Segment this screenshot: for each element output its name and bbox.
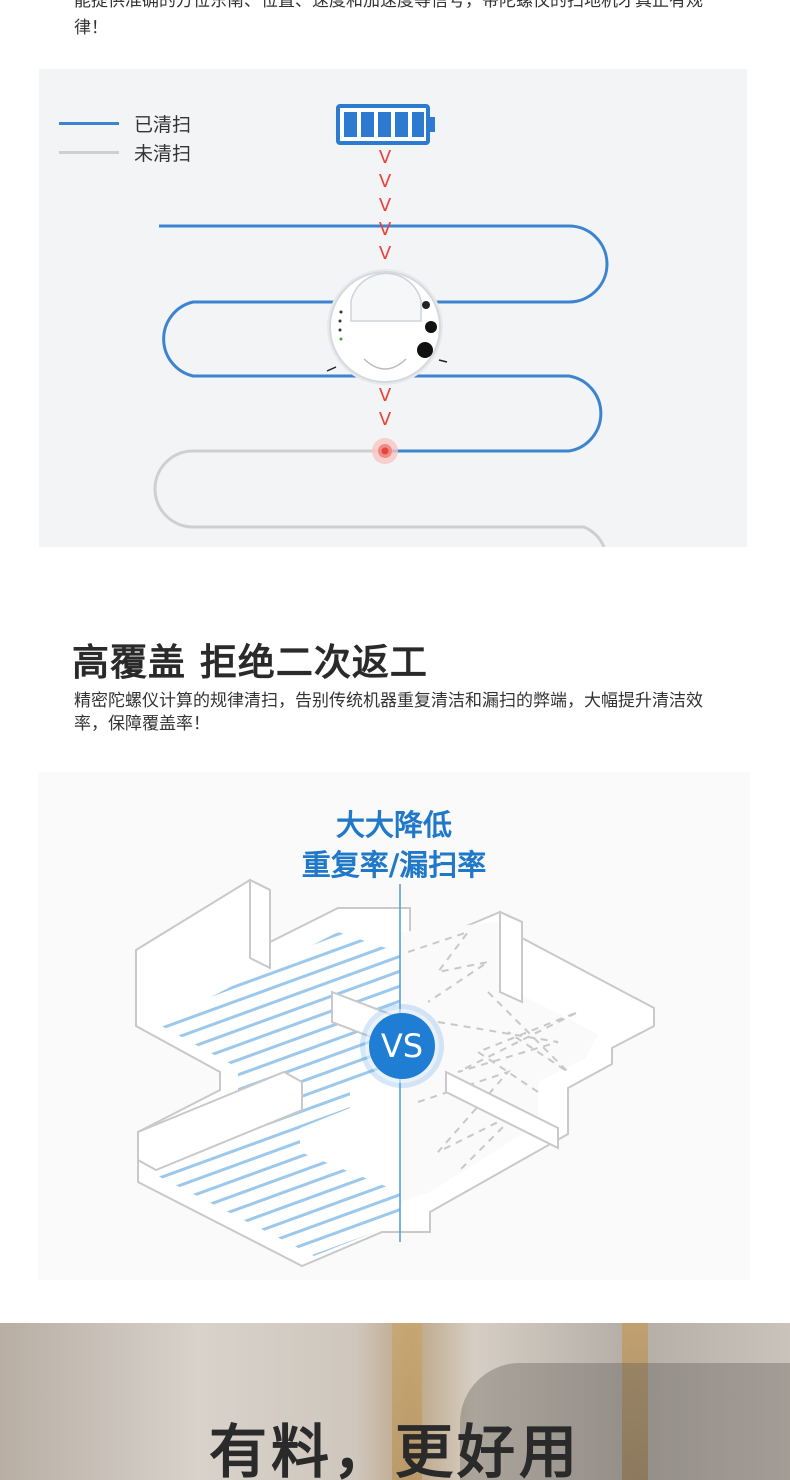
uncleaned-path: [153, 449, 606, 547]
section-description: 精密陀螺仪计算的规律清扫，告别传统机器重复清洁和漏扫的弊端，大幅提升清洁效率，保…: [74, 691, 703, 734]
section-title: 高覆盖 拒绝二次返工: [72, 641, 428, 684]
panel-title-line1: 大大降低: [335, 808, 452, 842]
legend-label-cleaned: 已清扫: [134, 114, 192, 136]
arrow-chevrons-bottom: VV: [379, 385, 392, 430]
arrow-chevron-icon: V: [379, 243, 392, 264]
vs-label: VS: [369, 1013, 435, 1079]
intro-text: 能提供准确的方位东南、位置、速度和加速度等信号，带陀螺仪的扫地机才真正有规律！: [74, 0, 703, 38]
banner-bg-post: [622, 1323, 648, 1480]
uncleaned-dashed-paths: [407, 930, 579, 1173]
legend-item-uncleaned: 未清扫: [59, 138, 191, 167]
banner: 有料，更好用: [0, 1323, 790, 1480]
banner-bg-shade: [460, 1363, 790, 1480]
banner-bg-post: [392, 1323, 422, 1480]
arrow-chevron-icon: V: [379, 147, 392, 168]
robot-vacuum-icon: [326, 269, 448, 385]
banner-title: 有料，更好用: [208, 1418, 581, 1480]
arrow-chevron-icon: V: [379, 171, 392, 192]
arrow-chevron-icon: V: [379, 409, 392, 430]
position-marker-icon: [372, 438, 398, 464]
coverage-comparison-panel: 大大降低 重复率/漏扫率 VS: [38, 772, 750, 1280]
arrow-chevron-icon: V: [379, 219, 392, 240]
legend-label-uncleaned: 未清扫: [134, 143, 192, 165]
arrow-chevron-icon: V: [379, 195, 392, 216]
uncleaned-floor: [400, 922, 598, 1202]
arrow-chevron-icon: V: [379, 385, 392, 406]
cleaned-line-swatch: [59, 122, 119, 125]
uncleaned-line-swatch: [59, 151, 119, 154]
vs-badge: VS: [360, 1004, 444, 1088]
legend: 已清扫 未清扫: [59, 109, 191, 167]
panel-title-line2: 重复率/漏扫率: [301, 848, 487, 882]
legend-item-cleaned: 已清扫: [59, 109, 191, 138]
battery-icon: [336, 104, 435, 145]
cleaned-path: [159, 224, 609, 453]
